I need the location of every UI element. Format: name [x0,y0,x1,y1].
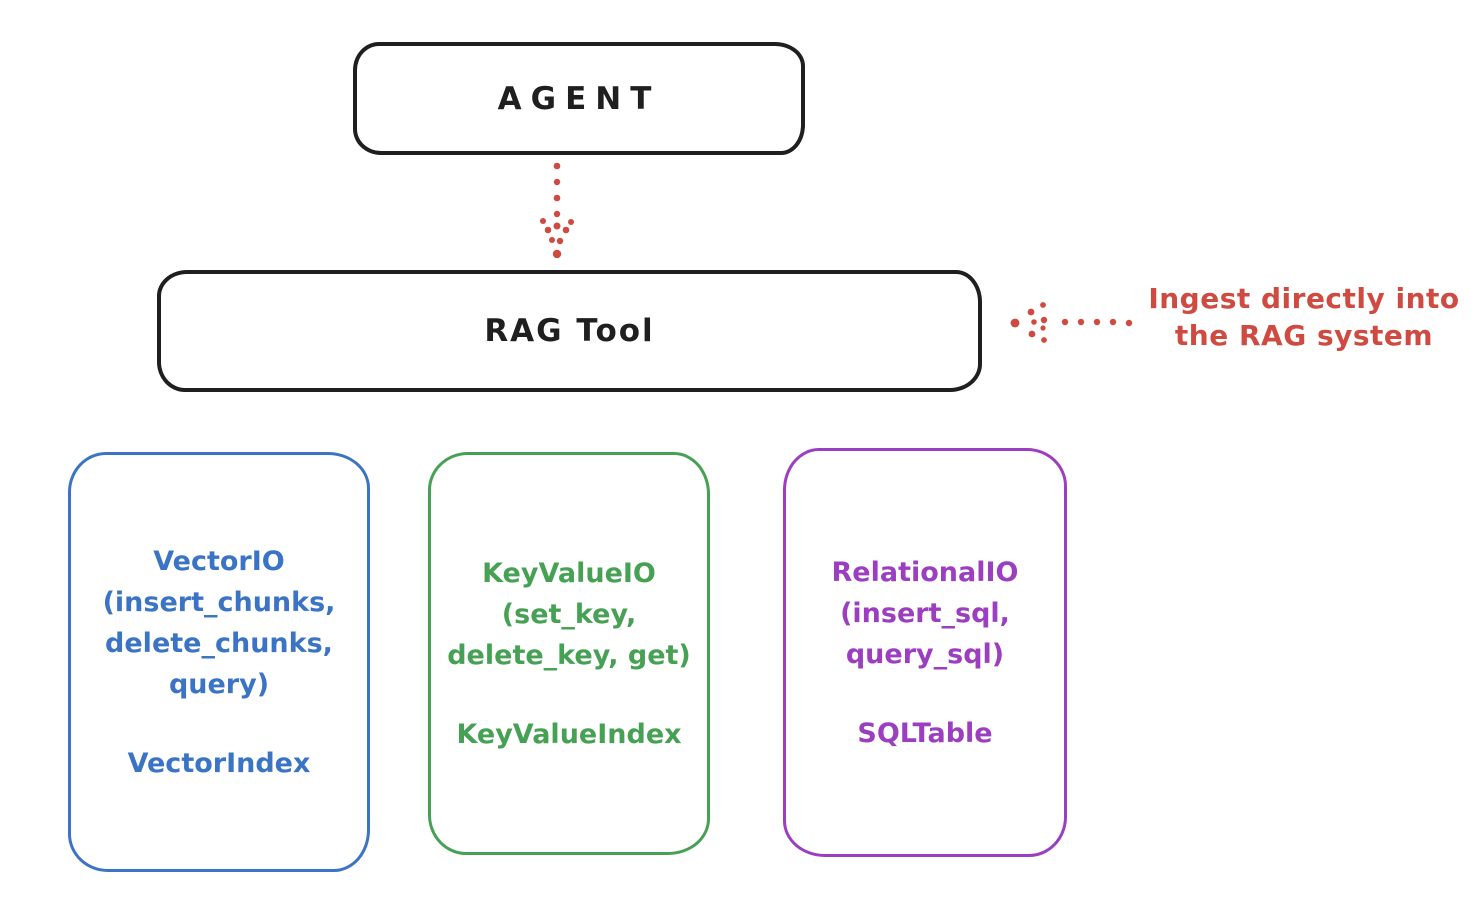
keyvalue-io-node: KeyValueIO (set_key, delete_key, get) Ke… [428,452,710,855]
vector-io-title: VectorIO [153,546,285,577]
annotation-dotted-arrow-icon [1010,302,1133,343]
agent-to-rag-dotted-arrow-icon [540,162,574,259]
relational-io-methods-line: (insert_sql, [840,598,1010,629]
vector-io-methods-line: delete_chunks, [105,628,333,659]
relational-io-node: RelationalIO (insert_sql, query_sql) SQL… [783,448,1067,857]
rag-tool-label: RAG Tool [484,313,655,349]
vector-io-methods-line: (insert_chunks, [102,587,336,618]
ingest-annotation-line-2: the RAG system [1174,319,1434,352]
vector-index-label: VectorIndex [127,748,311,779]
vector-io-methods-line: query) [168,669,270,700]
keyvalue-io-methods-line: delete_key, get) [447,640,691,671]
keyvalue-io-title: KeyValueIO [482,558,656,589]
vector-io-node: VectorIO (insert_chunks, delete_chunks, … [68,452,370,872]
keyvalue-index-label: KeyValueIndex [456,719,682,750]
keyvalue-io-methods-line: (set_key, [501,599,637,630]
relational-io-title: RelationalIO [831,557,1019,588]
agent-node: AGENT [353,42,805,155]
ingest-annotation-line-1: Ingest directly into [1148,282,1460,315]
relational-io-methods-line: query_sql) [845,639,1005,670]
sql-table-label: SQLTable [857,718,993,749]
rag-tool-node: RAG Tool [157,270,982,392]
agent-label: AGENT [497,80,661,117]
ingest-annotation: Ingest directly into the RAG system [1130,280,1478,354]
